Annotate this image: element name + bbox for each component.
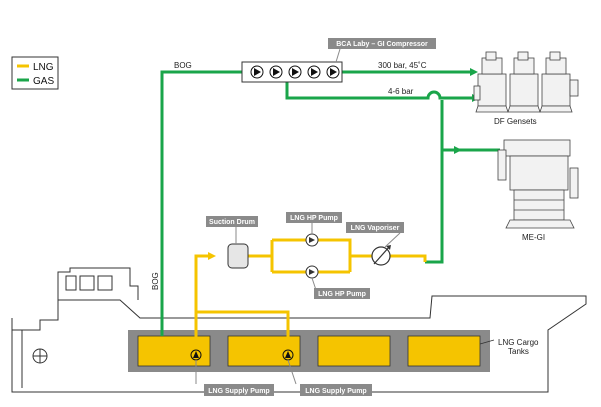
hp-pump-top xyxy=(305,233,319,247)
me-gi-label: ME-GI xyxy=(522,233,545,242)
hp-pump-bottom-label: LNG HP Pump xyxy=(318,291,366,298)
lng-lines xyxy=(194,238,427,353)
suction-drum xyxy=(227,243,249,269)
cargo-tanks xyxy=(128,330,490,372)
cargo-tanks-label-2: Tanks xyxy=(508,347,529,356)
lp-gas-label: 4-6 bar xyxy=(388,87,414,96)
df-gensets-label: DF Gensets xyxy=(494,117,537,126)
compressor-label: BCA Laby – GI Compressor xyxy=(336,41,428,48)
suction-drum-tag: Suction Drum xyxy=(206,216,258,244)
hp-pump-top-tag: LNG HP Pump xyxy=(286,212,342,234)
compressor-tag: BCA Laby – GI Compressor xyxy=(328,38,436,63)
supply-pump-2-tag: LNG Supply Pump xyxy=(287,359,372,396)
hp-pump-bottom-tag: LNG HP Pump xyxy=(311,277,370,299)
df-gensets-illustration xyxy=(473,51,579,113)
hp-pump-top-label: LNG HP Pump xyxy=(290,215,338,222)
hp-gas-label: 300 bar, 45˚C xyxy=(378,61,427,70)
vaporiser-tag: LNG Vaporiser xyxy=(346,222,404,248)
legend-gas-label: GAS xyxy=(33,76,54,87)
cargo-tanks-label-1: LNG Cargo xyxy=(498,338,539,347)
cargo-tank-3 xyxy=(317,335,391,367)
gas-lines xyxy=(160,70,500,336)
supply-pump-1 xyxy=(190,349,202,361)
supply-pump-1-tag: LNG Supply Pump xyxy=(195,360,274,396)
supply-pump-1-label: LNG Supply Pump xyxy=(208,388,269,395)
compressor xyxy=(241,61,343,83)
lng-arrow xyxy=(208,252,216,260)
hp-pump-bottom xyxy=(305,265,319,279)
bog-top-label: BOG xyxy=(174,61,192,70)
vaporiser-label: LNG Vaporiser xyxy=(351,225,400,232)
legend-lng-label: LNG xyxy=(33,62,54,73)
vaporiser xyxy=(371,245,391,266)
legend: LNG GAS xyxy=(11,56,59,90)
cargo-tank-4 xyxy=(407,335,481,367)
me-gi-illustration xyxy=(497,139,579,229)
bog-vertical-label: BOG xyxy=(151,272,160,290)
supply-pump-2-label: LNG Supply Pump xyxy=(305,388,366,395)
suction-drum-label: Suction Drum xyxy=(209,219,255,226)
supply-pump-2 xyxy=(282,349,294,361)
